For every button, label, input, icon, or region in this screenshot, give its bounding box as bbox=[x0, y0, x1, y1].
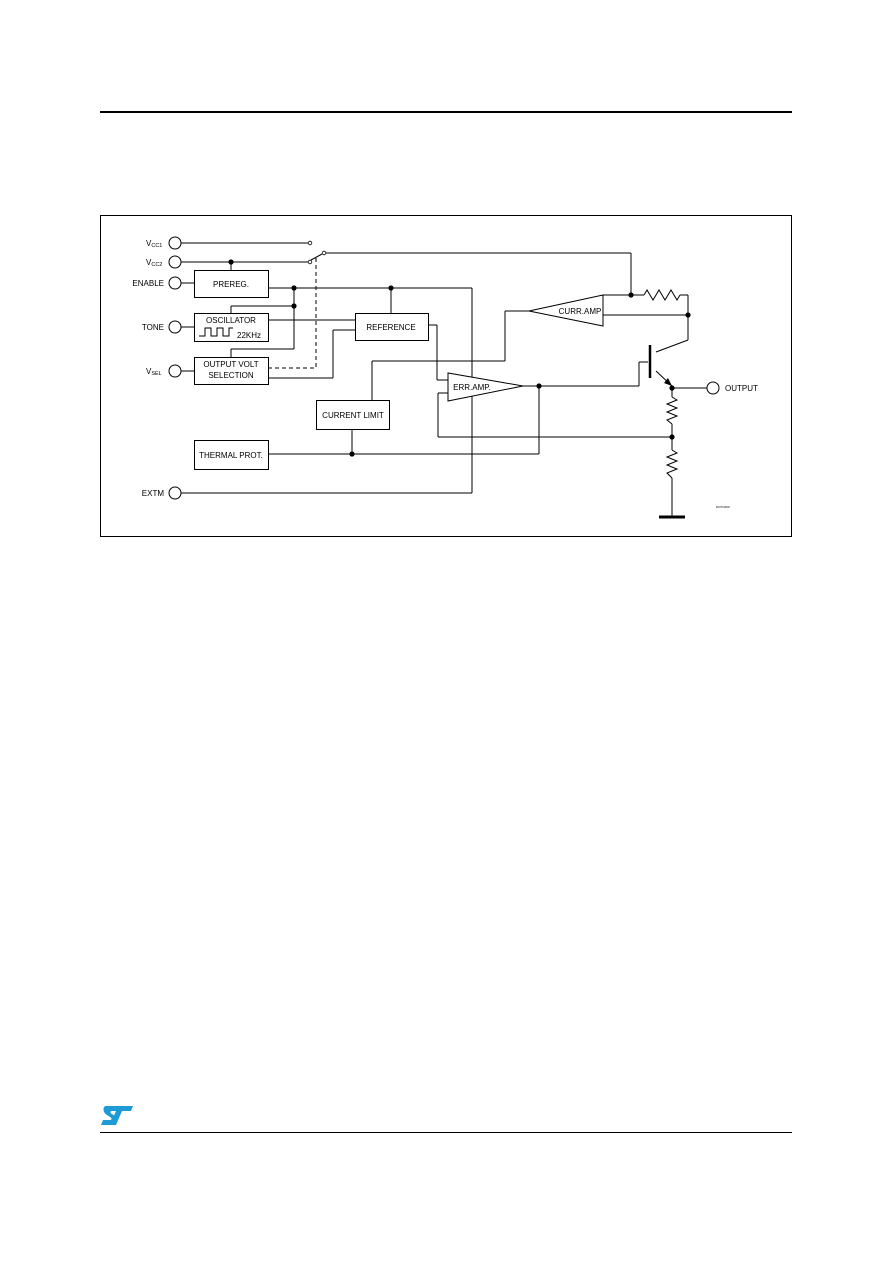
curr-amp-triangle bbox=[528, 294, 604, 327]
pin-output bbox=[706, 381, 720, 395]
output-volt-label: OUTPUT VOLT bbox=[203, 360, 258, 369]
curr-amp-label: CURR.AMP bbox=[559, 307, 602, 316]
thermal-prot-label: THERMAL PROT. bbox=[199, 451, 263, 460]
pin-vcc1 bbox=[168, 236, 182, 250]
pin-label-tone: TONE bbox=[142, 323, 164, 332]
selection-label: SELECTION bbox=[208, 371, 254, 380]
thermal-prot-block bbox=[194, 440, 269, 470]
pin-terminals bbox=[168, 236, 720, 500]
current-limit-label: CURRENT LIMIT bbox=[322, 411, 384, 420]
diagram-frame bbox=[100, 215, 792, 537]
pin-label-output: OUTPUT bbox=[725, 384, 758, 393]
switch-contact-vcc1 bbox=[307, 240, 313, 246]
oscillator-frequency-label: 22KHz bbox=[237, 331, 261, 340]
reference-block bbox=[355, 313, 429, 341]
junction-dots bbox=[228, 259, 691, 457]
prereg-block bbox=[194, 270, 269, 298]
st-logo-icon bbox=[101, 1106, 133, 1125]
pin-label-extm: EXTM bbox=[142, 489, 165, 498]
pin-label-vcc1: VCC1 bbox=[146, 239, 162, 249]
pin-vcc2 bbox=[168, 255, 182, 269]
switch-contact-vcc2 bbox=[307, 259, 313, 265]
header-rule bbox=[100, 111, 792, 113]
pin-label-vsel: VSEL bbox=[146, 367, 162, 377]
err-amp-label: ERR.AMP. bbox=[453, 383, 491, 392]
reference-label: REFERENCE bbox=[366, 323, 415, 332]
oscillator-label: OSCILLATOR bbox=[206, 316, 256, 325]
square-wave-icon bbox=[199, 327, 233, 337]
selection-control-line bbox=[268, 258, 317, 369]
pin-label-enable: ENABLE bbox=[132, 279, 164, 288]
pin-enable bbox=[168, 276, 182, 290]
lower-divider-resistor bbox=[665, 449, 679, 479]
figure-code: D97IN490 bbox=[716, 505, 730, 509]
prereg-label: PREREG. bbox=[213, 280, 249, 289]
pin-label-vcc2: VCC2 bbox=[146, 258, 162, 268]
output-volt-selection-block bbox=[194, 357, 269, 385]
current-limit-block bbox=[316, 400, 390, 430]
footer-rule bbox=[100, 1132, 792, 1133]
pin-extm bbox=[168, 486, 182, 500]
err-amp-triangle bbox=[447, 372, 524, 402]
emitter-arrow-icon bbox=[664, 378, 672, 386]
pin-tone bbox=[168, 320, 182, 334]
sense-resistor bbox=[643, 289, 681, 301]
switch-common bbox=[321, 250, 327, 256]
upper-divider-resistor bbox=[665, 396, 679, 425]
pin-vsel bbox=[168, 364, 182, 378]
